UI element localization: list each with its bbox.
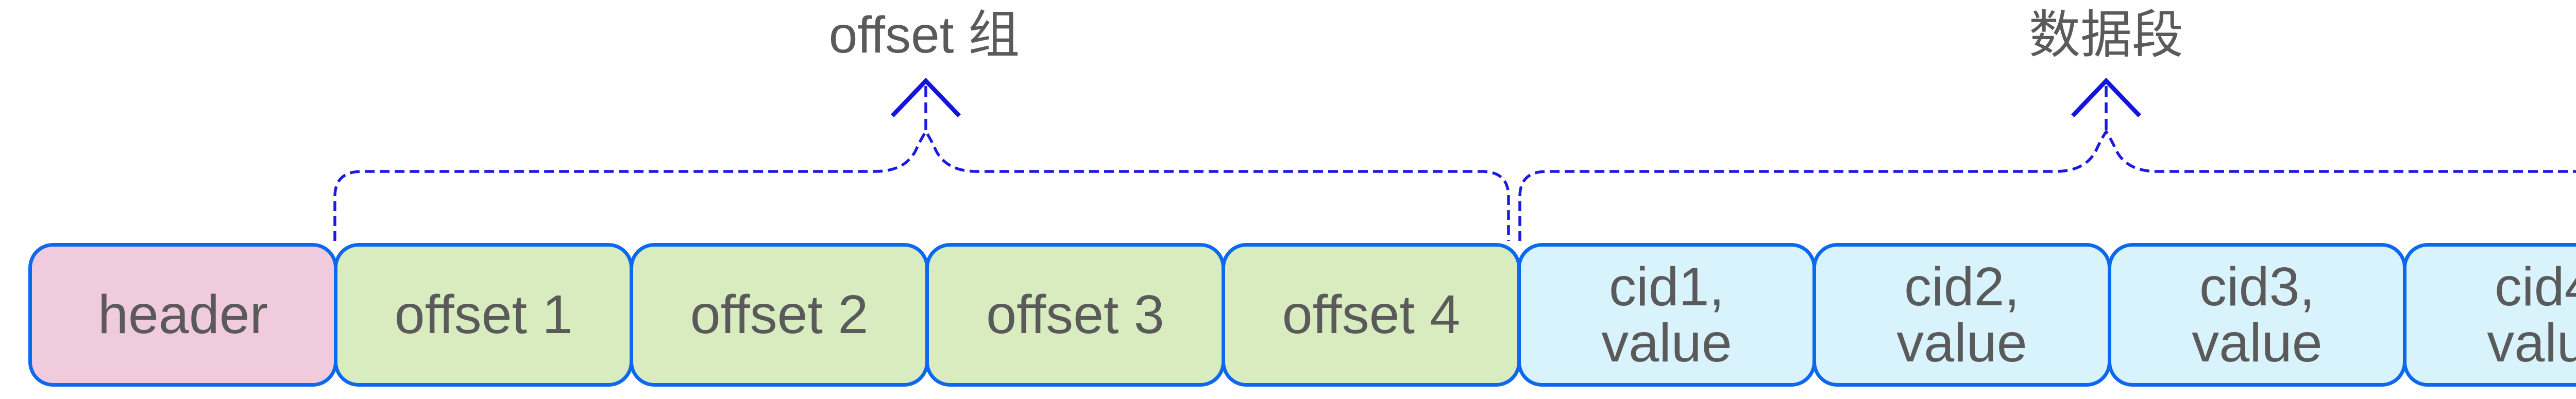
segment-box-cid-4: cid4, value <box>2403 243 2576 387</box>
offset-group-arrow-icon <box>890 77 961 117</box>
segment-box-offset-4: offset 4 <box>1222 243 1521 387</box>
data-segment-label: 数据段 <box>2029 6 2183 64</box>
data-segment-brace <box>1518 129 2576 241</box>
data-segment-arrow-icon <box>2071 77 2142 117</box>
segment-box-offset-2: offset 2 <box>630 243 929 387</box>
segment-box-cid-1: cid1, value <box>1517 243 1816 387</box>
offset-group-label: offset 组 <box>828 6 1020 64</box>
segment-box-offset-1: offset 1 <box>334 243 633 387</box>
segment-box-cid-3: cid3, value <box>2108 243 2406 387</box>
segment-box-offset-3: offset 3 <box>925 243 1225 387</box>
offset-group-brace <box>333 129 1510 241</box>
segment-box-header: header <box>28 243 337 387</box>
segment-box-cid-2: cid2, value <box>1812 243 2111 387</box>
